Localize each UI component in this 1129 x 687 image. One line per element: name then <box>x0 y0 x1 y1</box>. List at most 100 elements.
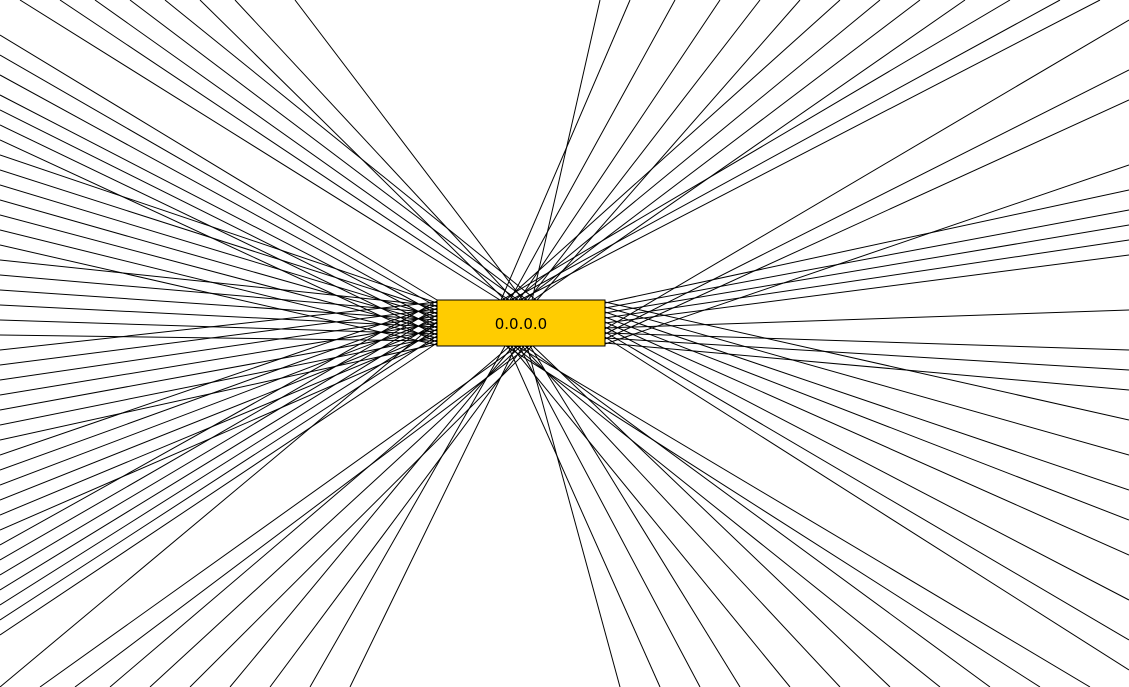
edge-line <box>149 345 522 687</box>
center-node-label: 0.0.0.0 <box>495 315 547 333</box>
edge-line <box>604 239 1129 319</box>
edge-line <box>510 345 791 687</box>
edge-line <box>604 301 1129 421</box>
edge-line <box>523 0 921 301</box>
edge-line <box>604 69 1129 335</box>
edge-line <box>532 345 891 687</box>
edge-line <box>604 342 1129 391</box>
edge-line <box>74 345 530 687</box>
edge-line <box>199 0 506 301</box>
edge-line <box>604 164 1129 345</box>
edge-line <box>604 321 1129 556</box>
edge-line <box>604 331 1129 641</box>
edge-line <box>0 274 438 314</box>
edge-line <box>0 244 438 346</box>
edge-line <box>0 321 438 591</box>
edge-line <box>0 229 438 339</box>
edge-line <box>129 0 528 301</box>
edge-line <box>0 334 438 342</box>
edge-line <box>518 0 721 301</box>
edge-line <box>0 322 438 396</box>
edge-line <box>0 139 438 343</box>
center-node-box[interactable] <box>436 299 606 347</box>
edge-line <box>505 0 841 301</box>
edge-line <box>0 300 438 546</box>
edge-line <box>0 335 438 621</box>
edge-line <box>518 345 701 687</box>
edge-line <box>513 345 941 687</box>
edge-line <box>0 74 438 315</box>
edge-line <box>0 318 438 486</box>
edge-line <box>0 214 438 332</box>
edge-line <box>309 345 506 687</box>
edge-line <box>0 342 438 636</box>
edge-line <box>604 99 1129 340</box>
edge-line <box>604 316 1129 521</box>
edge-line <box>0 259 438 307</box>
edge-line <box>0 339 438 531</box>
edge-line <box>0 332 438 516</box>
edge-line <box>229 345 514 687</box>
edge-line <box>529 345 741 687</box>
edge-line <box>532 0 966 301</box>
edge-line <box>604 337 1129 371</box>
edge-line <box>0 325 438 501</box>
edge-line <box>527 0 761 301</box>
edge-line <box>0 124 438 336</box>
edge-line <box>164 0 537 301</box>
edge-line <box>0 328 438 606</box>
edge-line <box>500 0 631 301</box>
edge-line <box>0 199 438 325</box>
center-node[interactable]: 0.0.0.0 <box>436 299 606 347</box>
edge-line <box>0 304 438 456</box>
edge-line <box>0 336 438 426</box>
edge-line <box>234 0 515 301</box>
edge-line <box>294 0 524 301</box>
edge-line <box>59 0 510 301</box>
edge-line <box>0 315 438 381</box>
edge-line <box>604 336 1129 671</box>
edge-line <box>0 109 438 329</box>
edge-line <box>526 345 621 687</box>
edge-line <box>39 345 519 687</box>
edge-line <box>0 311 438 471</box>
edge-line <box>0 184 438 318</box>
edge-line <box>524 345 991 687</box>
edge-line <box>604 224 1129 314</box>
edge-line <box>509 0 676 301</box>
edge-line <box>604 209 1129 309</box>
edge-line <box>521 345 841 687</box>
edge-line <box>604 254 1129 324</box>
edge-line <box>604 189 1129 304</box>
edge-line <box>514 0 881 301</box>
edge-line <box>0 319 438 335</box>
edge-line <box>501 0 1011 301</box>
edge-line <box>269 345 525 687</box>
edge-line <box>0 307 438 561</box>
edge-line <box>109 345 511 687</box>
edge-line <box>0 154 438 304</box>
edge-line <box>349 345 517 687</box>
edge-line <box>94 0 519 301</box>
edge-line <box>604 326 1129 601</box>
edge-line <box>505 345 1041 687</box>
edge-line <box>0 321 438 687</box>
edge-line <box>0 314 438 576</box>
edge-line <box>0 94 438 322</box>
edge-line <box>516 345 1091 687</box>
edge-line <box>604 306 1129 456</box>
edge-line <box>604 311 1129 491</box>
edge-line <box>604 309 1129 329</box>
edge-line <box>19 0 501 301</box>
edge-line <box>507 345 661 687</box>
edge-line <box>536 0 801 301</box>
edge-line <box>0 34 438 301</box>
edge-line <box>0 304 438 328</box>
edge-line <box>0 329 438 411</box>
edge-line <box>510 0 1061 301</box>
edge-line <box>519 0 1101 301</box>
edge-line <box>189 345 533 687</box>
edge-line <box>604 332 1129 351</box>
